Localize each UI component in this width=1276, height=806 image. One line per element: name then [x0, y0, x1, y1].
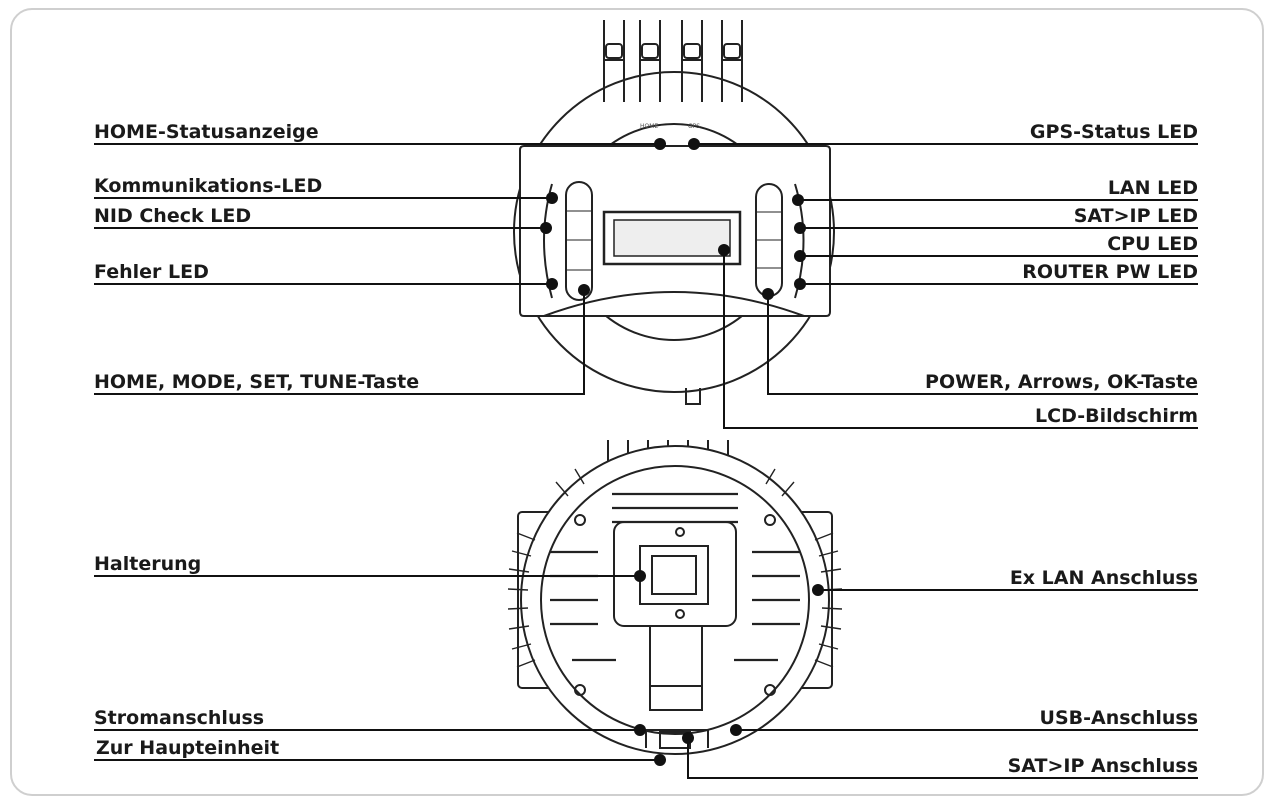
label-power-arrows-ok: POWER, Arrows, OK-Taste — [925, 371, 1198, 393]
left-buttons-dot — [578, 284, 590, 296]
right-buttons-dot — [762, 288, 774, 300]
left-button-strip — [565, 181, 593, 301]
bracket-arm — [649, 625, 703, 711]
label-usb-port: USB-Anschluss — [1040, 707, 1198, 729]
satip-led-dot — [794, 222, 806, 234]
home-led-dot — [654, 138, 666, 150]
usb-port-dot — [730, 724, 742, 736]
gps-led-dot — [688, 138, 700, 150]
cpu-led-dot — [794, 250, 806, 262]
rear-housing — [520, 445, 830, 755]
power-port-dot — [634, 724, 646, 736]
callout-dots — [540, 138, 824, 766]
label-bracket: Halterung — [94, 553, 201, 575]
label-communication-led: Kommunikations-LED — [94, 175, 322, 197]
satip-port-dot — [682, 732, 694, 744]
communication-led-dot — [546, 192, 558, 204]
antenna-fins — [603, 20, 743, 102]
nid-check-led-dot — [540, 222, 552, 234]
ex-lan-dot — [812, 584, 824, 596]
rear-cooling-fins — [507, 468, 843, 668]
front-unit — [513, 20, 835, 405]
rear-unit — [507, 440, 843, 755]
callout-labels: HOME-Statusanzeige Kommunikations-LED NI… — [94, 121, 1198, 777]
gps-led-marking: GPS — [688, 123, 700, 130]
lan-led-dot — [792, 194, 804, 206]
lcd-display — [602, 210, 742, 266]
label-satip-led: SAT>IP LED — [1074, 205, 1198, 227]
label-to-main-unit: Zur Haupteinheit — [96, 737, 279, 759]
label-satip-port: SAT>IP Anschluss — [1008, 755, 1198, 777]
label-home-mode-set-tune: HOME, MODE, SET, TUNE-Taste — [94, 371, 419, 393]
label-power-port: Stromanschluss — [94, 707, 264, 729]
label-home-status: HOME-Statusanzeige — [94, 121, 319, 143]
label-gps-status-led: GPS-Status LED — [1030, 121, 1198, 143]
label-ex-lan-port: Ex LAN Anschluss — [1010, 567, 1198, 589]
home-led-marking: HOME — [640, 123, 658, 130]
label-cpu-led: CPU LED — [1107, 233, 1198, 255]
lcd-dot — [718, 244, 730, 256]
label-error-led: Fehler LED — [94, 261, 209, 283]
front-housing — [513, 71, 835, 393]
bracket-dot — [634, 570, 646, 582]
label-nid-check-led: NID Check LED — [94, 205, 251, 227]
router-pw-led-dot — [794, 278, 806, 290]
main-unit-dot — [654, 754, 666, 766]
label-lcd-screen: LCD-Bildschirm — [1035, 405, 1198, 427]
callout-leaders — [94, 143, 1198, 779]
label-lan-led: LAN LED — [1108, 177, 1198, 199]
diagram-frame — [10, 8, 1264, 796]
error-led-dot — [546, 278, 558, 290]
label-router-pw-led: ROUTER PW LED — [1022, 261, 1198, 283]
